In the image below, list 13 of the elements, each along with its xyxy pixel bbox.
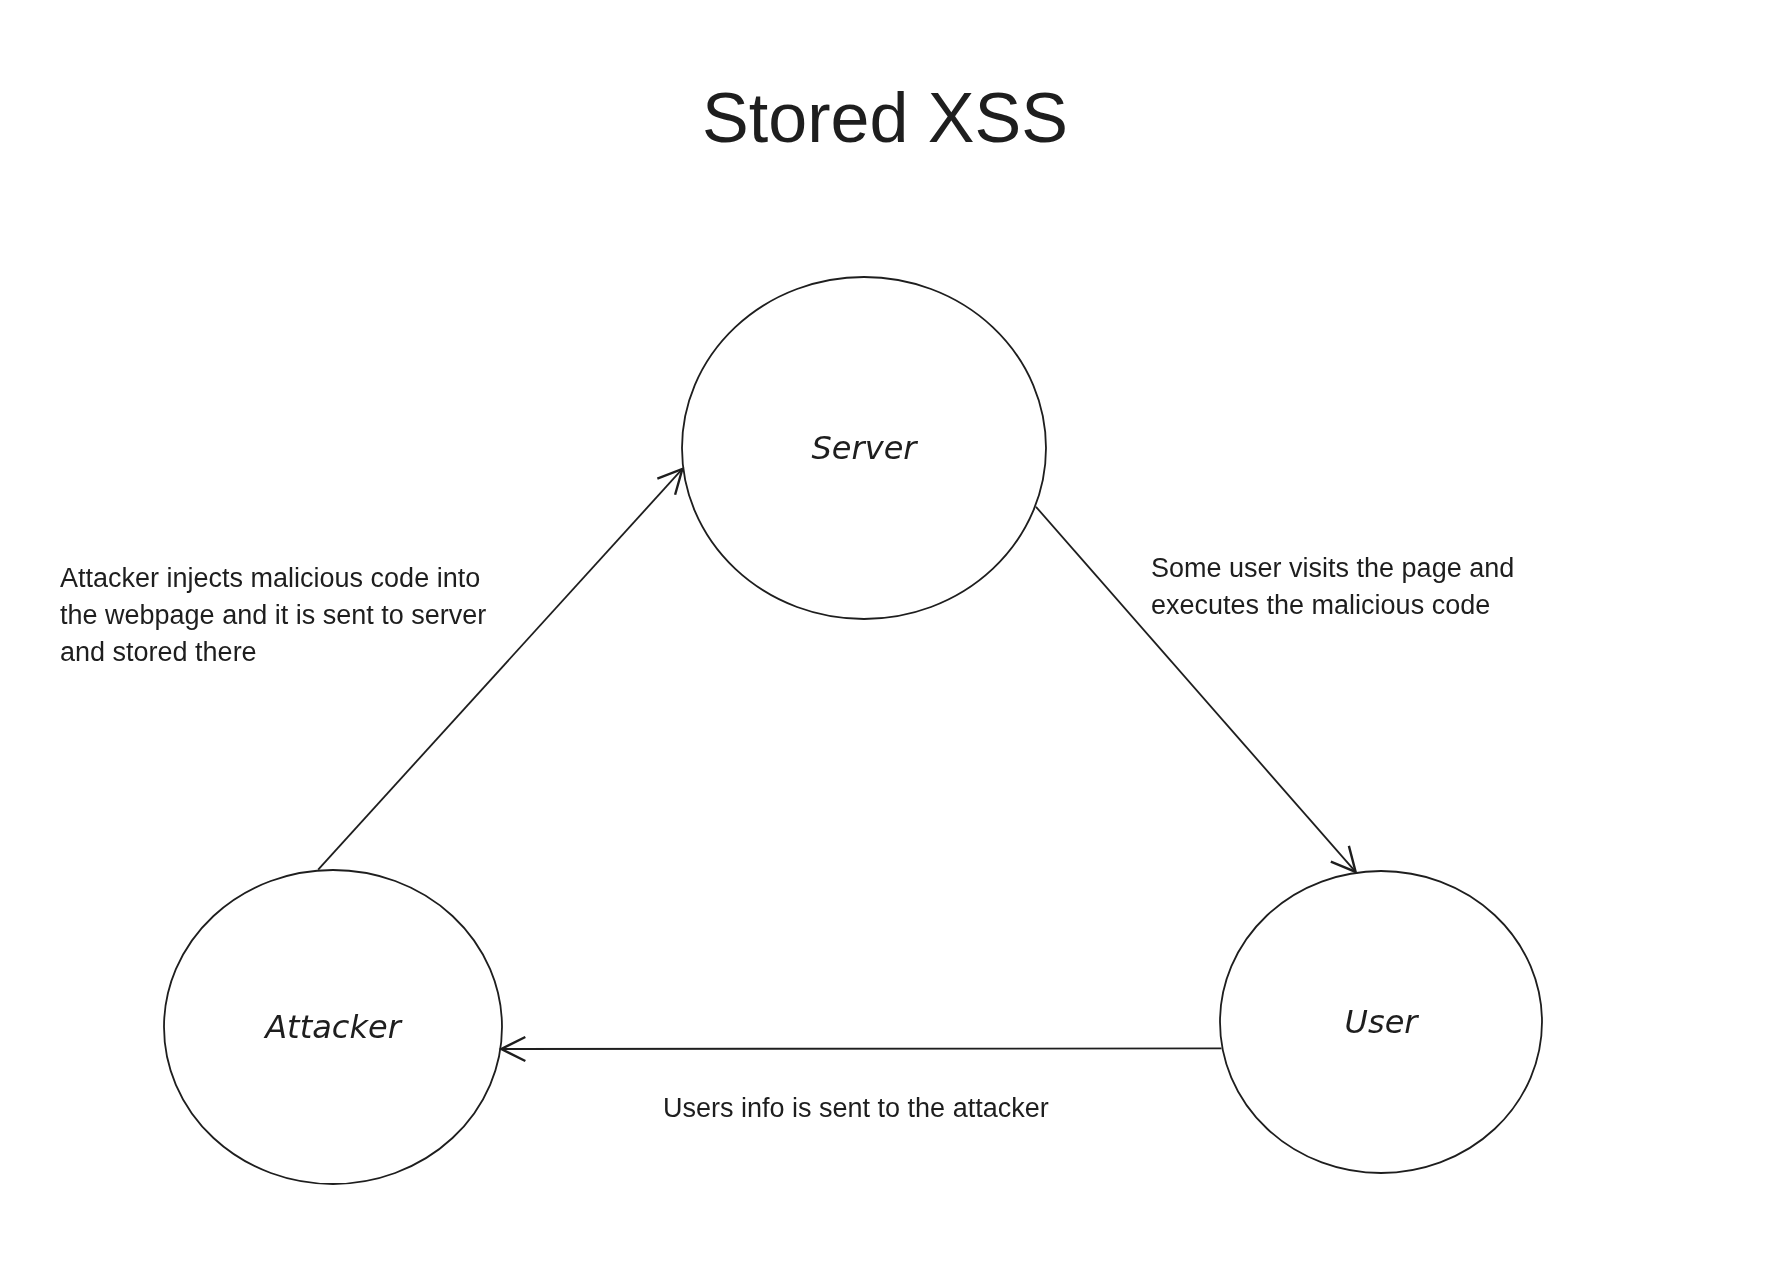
circle-node: [163, 869, 503, 1185]
node-label: Server: [811, 429, 917, 467]
arrow: [500, 1035, 1223, 1063]
circle-node: [681, 276, 1047, 620]
arrow: [317, 467, 684, 871]
diagram-title: Stored XSS: [701, 78, 1069, 158]
node-label: Attacker: [265, 1008, 401, 1046]
node-label: User: [1344, 1003, 1418, 1041]
edge-label: Attacker injects malicious code into the webpage and it is sent to server and stored there: [60, 562, 488, 669]
edge-label: Users info is sent to the attacker: [663, 1092, 1050, 1125]
edge-label: Some user visits the page and executes the malicious code: [1151, 552, 1516, 622]
circle-node: [1219, 870, 1543, 1174]
arrow: [1035, 505, 1357, 874]
